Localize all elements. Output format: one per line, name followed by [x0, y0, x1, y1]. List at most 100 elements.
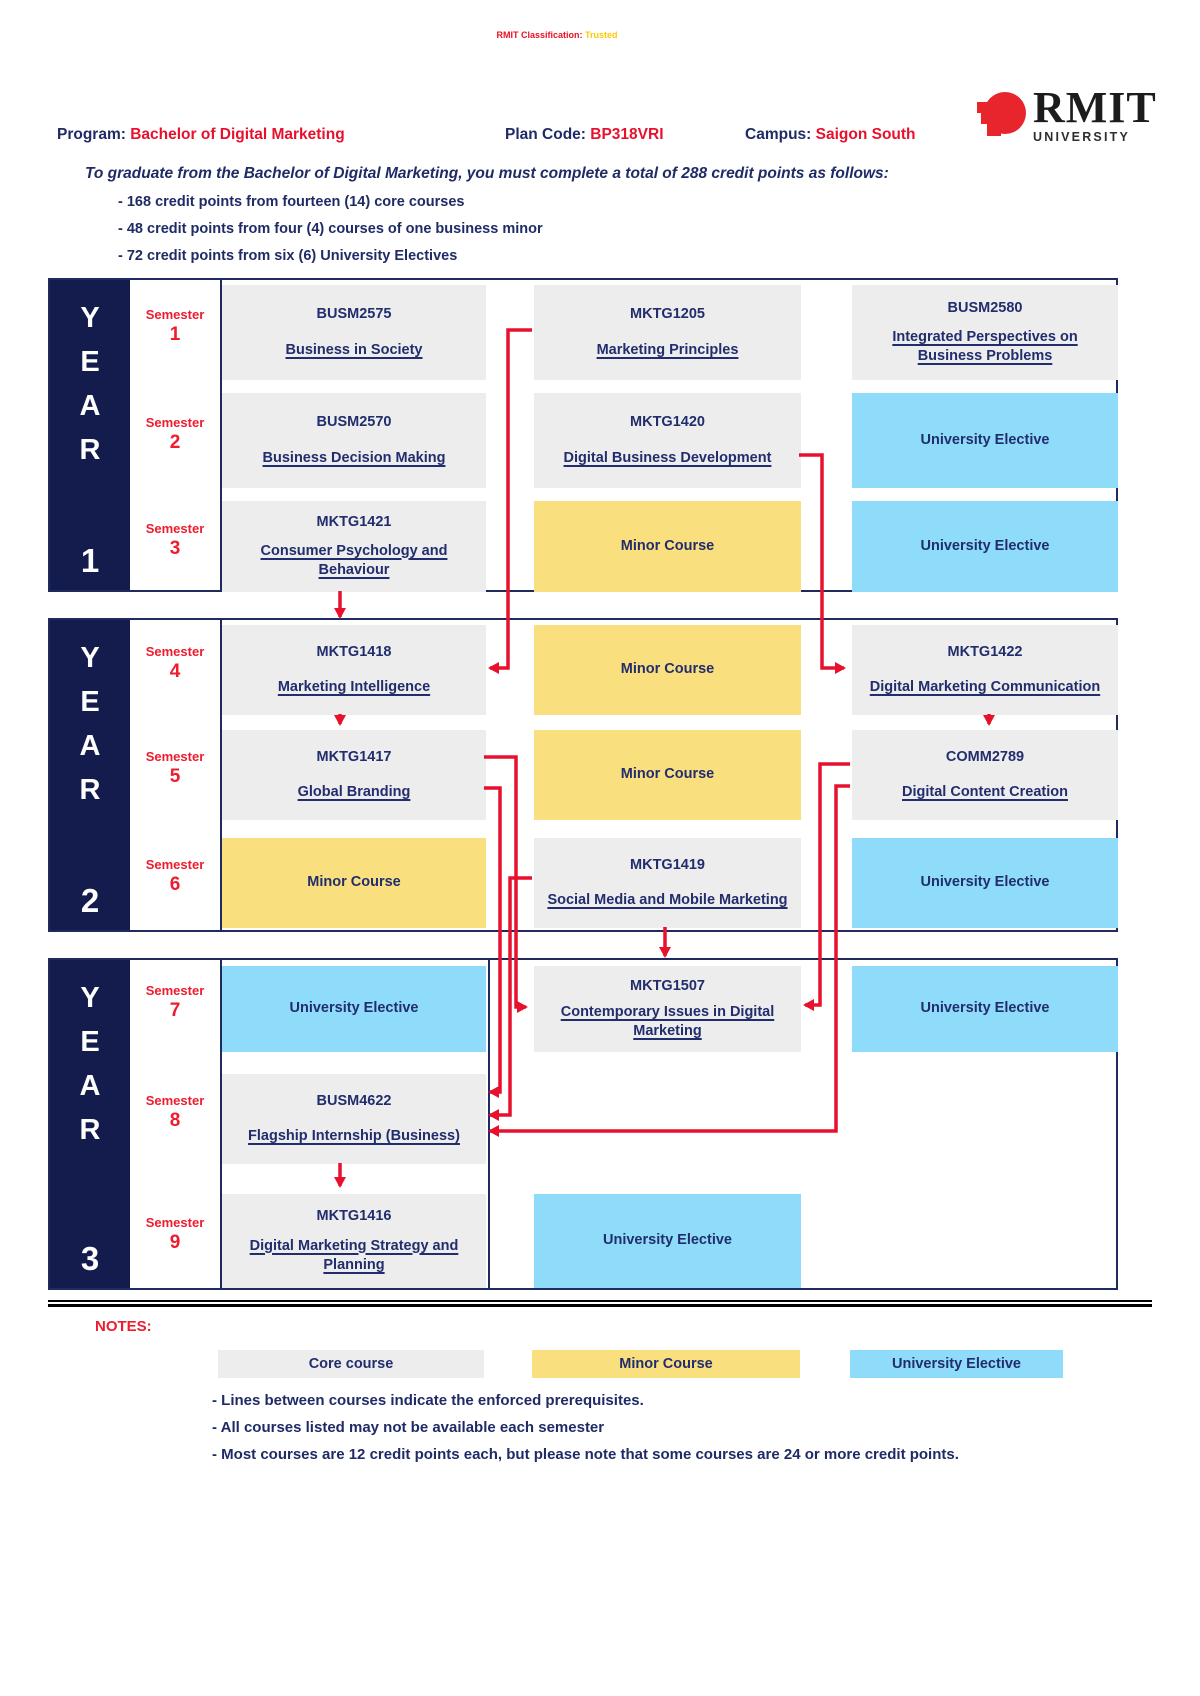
- elective-course-box: University Elective: [222, 966, 486, 1052]
- year-letter: Y: [80, 302, 100, 334]
- course-code: MKTG1507: [630, 977, 705, 994]
- note-line: - Lines between courses indicate the enf…: [212, 1392, 644, 1409]
- year-number: 1: [80, 542, 100, 579]
- semester-label-4: Semester 4: [130, 644, 220, 683]
- requirement-bullet: - 168 credit points from fourteen (14) c…: [118, 194, 465, 210]
- semester-word: Semester: [145, 306, 205, 322]
- year-letter: Y: [80, 642, 100, 674]
- course-code: MKTG1419: [630, 857, 705, 874]
- program-header-row: Program: Bachelor of Digital Marketing P…: [0, 126, 1200, 148]
- semester-column-divider: [220, 960, 222, 1288]
- year-letter: A: [79, 390, 101, 422]
- campus-label: Campus:: [745, 126, 812, 143]
- semester-word: Semester: [145, 857, 205, 872]
- year-letter: A: [79, 1070, 101, 1102]
- notes-divider-line: [48, 1300, 1152, 1307]
- course-name: University Elective: [920, 874, 1050, 891]
- logo-text: RMIT UNIVERSITY: [1033, 83, 1157, 145]
- classification-banner: RMIT Classification: Trusted: [0, 30, 1114, 40]
- minor-course-box: Minor Course: [534, 730, 801, 820]
- year-letter: R: [79, 1114, 101, 1146]
- elective-course-box: University Elective: [852, 501, 1118, 592]
- campus-field: Campus: Saigon South: [745, 126, 916, 144]
- course-name: University Elective: [920, 431, 1050, 448]
- year-letter: E: [80, 346, 100, 378]
- semester-word: Semester: [145, 414, 205, 430]
- year-number: 3: [80, 1240, 100, 1277]
- elective-course-box: University Elective: [852, 838, 1118, 928]
- semester-word: Semester: [145, 749, 205, 764]
- course-code: MKTG1418: [316, 644, 392, 661]
- course-code: MKTG1416: [316, 1208, 392, 1225]
- course-name: Global Branding: [297, 783, 411, 800]
- graduation-requirements-intro: To graduate from the Bachelor of Digital…: [85, 165, 889, 182]
- legend-core: Core course: [218, 1350, 484, 1378]
- course-code: BUSM2575: [316, 305, 392, 322]
- semester-number: 1: [169, 323, 181, 345]
- semester-number: 6: [169, 874, 181, 895]
- logo-subtitle: UNIVERSITY: [1033, 130, 1131, 144]
- semester-column-divider: [220, 620, 222, 930]
- course-name: Minor Course: [620, 537, 715, 554]
- semester-label-8: Semester 8: [130, 1093, 220, 1132]
- elective-course-box: University Elective: [534, 1194, 801, 1288]
- program-field: Program: Bachelor of Digital Marketing: [57, 126, 345, 144]
- course-name: University Elective: [920, 1000, 1050, 1017]
- note-line: - Most courses are 12 credit points each…: [212, 1446, 959, 1463]
- campus-value: Saigon South: [815, 126, 916, 143]
- course-name: Consumer Psychology and Behaviour: [260, 542, 448, 578]
- course-name: Minor Course: [620, 661, 715, 678]
- semester-number: 4: [169, 661, 181, 682]
- rmit-logo: RMIT UNIVERSITY: [975, 83, 1157, 145]
- course-name: Integrated Perspectives on Business Prob…: [892, 329, 1078, 365]
- requirement-bullet: - 48 credit points from four (4) courses…: [118, 221, 543, 237]
- plan-code-value: BP318VRI: [590, 126, 664, 143]
- logo-brand: RMIT: [1033, 83, 1157, 132]
- requirement-bullet: - 72 credit points from six (6) Universi…: [118, 248, 458, 264]
- semester-number: 7: [169, 1000, 181, 1021]
- year-letter: E: [80, 1026, 100, 1058]
- course-name: Contemporary Issues in Digital Marketing: [560, 1004, 775, 1040]
- minor-course-box: Minor Course: [534, 501, 801, 592]
- course-name: University Elective: [920, 537, 1050, 554]
- minor-course-box: Minor Course: [222, 838, 486, 928]
- course-code: MKTG1420: [630, 413, 705, 430]
- course-name: Flagship Internship (Business): [248, 1127, 460, 1144]
- program-value: Bachelor of Digital Marketing: [130, 126, 345, 143]
- course-name: Minor Course: [620, 766, 715, 783]
- course-code: BUSM2570: [316, 413, 392, 430]
- semester-word: Semester: [145, 1093, 205, 1108]
- course-code: COMM2789: [945, 749, 1025, 766]
- plan-code-label: Plan Code:: [505, 126, 586, 143]
- course-name: Marketing Principles: [596, 341, 739, 358]
- program-label: Program:: [57, 126, 126, 143]
- year-letter: R: [79, 774, 101, 806]
- semester-number: 8: [169, 1110, 181, 1131]
- course-code: BUSM2580: [947, 299, 1023, 316]
- course-code: BUSM4622: [316, 1093, 392, 1110]
- semester-number: 5: [169, 766, 181, 787]
- course-name: Business Decision Making: [262, 449, 446, 466]
- course-name: Marketing Intelligence: [277, 678, 431, 695]
- semester-word: Semester: [145, 644, 205, 659]
- course-code: MKTG1421: [316, 514, 392, 531]
